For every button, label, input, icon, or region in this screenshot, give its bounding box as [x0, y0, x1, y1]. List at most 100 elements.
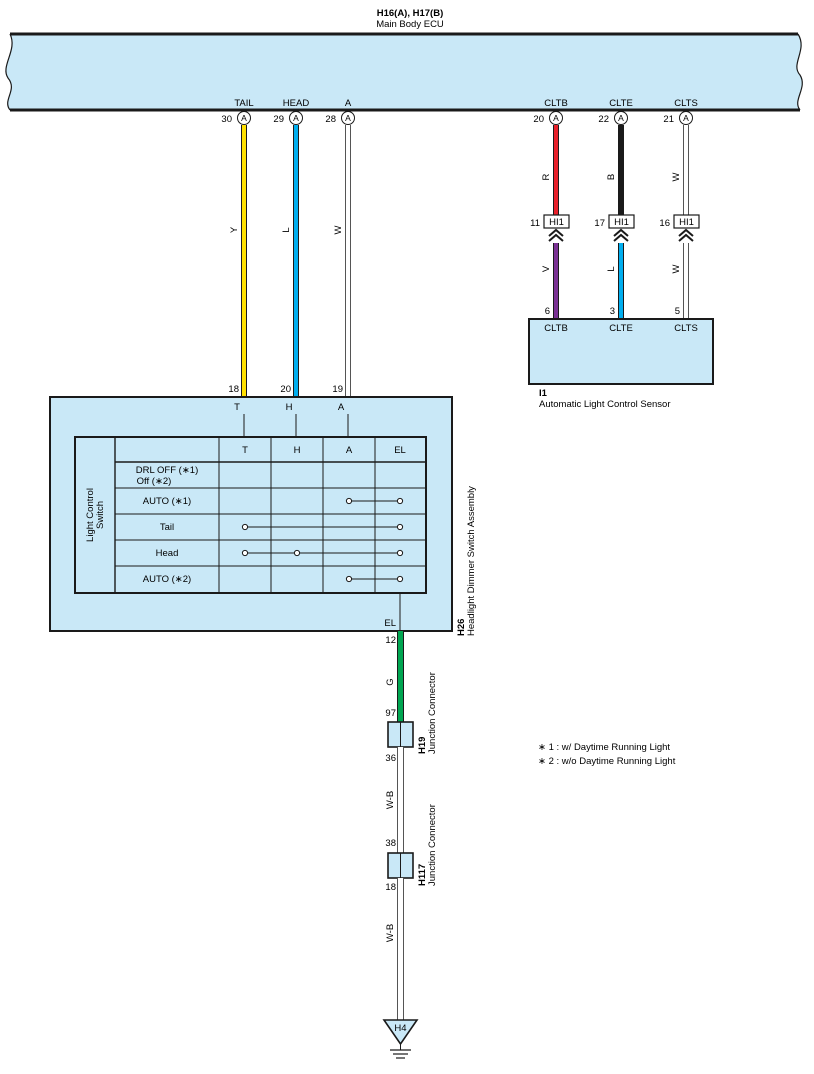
ecu-pin-label: A: [345, 98, 352, 109]
hi1-label: HI1: [614, 217, 629, 228]
junction-pin-out: 36: [385, 753, 396, 764]
wire-a: W: [333, 125, 351, 396]
ecu-code: H16(A), H17(B): [377, 8, 444, 19]
switch-column-header: T: [242, 445, 248, 456]
switch-connection-auto-2: [345, 575, 404, 583]
wire-code: W: [671, 264, 682, 273]
ecu-pin-number: 22: [598, 114, 609, 125]
sensor-pin-number: 3: [610, 306, 615, 317]
ground-symbol-icon: [390, 1049, 411, 1059]
sensor-pin-label: CLTE: [609, 323, 633, 334]
wire-ground-1: W-B: [385, 747, 404, 853]
main-body-ecu-box: [5, 32, 803, 112]
headlight-dimmer-switch-assembly: 18 20 19 T H A Light Control Switch T: [49, 384, 477, 636]
ecu-connector-id: A: [553, 113, 559, 123]
ecu-pin-label: HEAD: [283, 98, 310, 109]
sensor-pin-number: 6: [545, 306, 550, 317]
switch-connection-head: [241, 549, 404, 557]
ecu-connector-id: A: [683, 113, 689, 123]
junction-code: H117: [417, 864, 428, 886]
junction-connector-h117: 38 18 H117 Junction Connector: [385, 804, 438, 893]
wire-el-fill: [398, 631, 403, 722]
wire-clts-upper-fill: [684, 125, 688, 215]
switch-row-label: Tail: [160, 522, 174, 533]
wire-clte-lower: L: [606, 243, 624, 319]
ecu-connector-id: A: [345, 113, 351, 123]
junction-name: Junction Connector: [427, 672, 438, 754]
switch-assembly-name: Headlight Dimmer Switch Assembly: [466, 486, 477, 636]
wire-clts-lower: W: [671, 243, 689, 319]
light-control-sensor: 6 3 5 CLTB CLTE CLTS I1 Automatic Light …: [528, 306, 714, 410]
wire-code: B: [606, 174, 617, 180]
switch-top-pin-label: T: [234, 402, 240, 413]
wire-cltb-lower: V: [541, 243, 559, 319]
switch-connection-auto-1: [345, 497, 404, 505]
wire-clts-upper: W: [671, 125, 689, 215]
ecu-pin-head: HEAD 29 A: [273, 98, 309, 125]
sensor-pin-label: CLTS: [674, 323, 698, 334]
hi1-connector-clte: 17 HI1: [594, 214, 635, 242]
junction-name: Junction Connector: [427, 804, 438, 886]
footnote: ∗ 1 : w/ Daytime Running Light: [538, 742, 670, 753]
ecu-name: Main Body ECU: [376, 19, 444, 30]
ecu-pin-number: 30: [221, 114, 232, 125]
wire-code: V: [541, 265, 552, 272]
light-control-switch-table: Light Control Switch T H A EL DRL OFF (∗…: [74, 436, 427, 594]
wire-code: Y: [229, 226, 240, 233]
sensor-code: I1: [539, 388, 548, 399]
wire-tail-fill: [242, 125, 246, 396]
switch-top-pin-label: H: [286, 402, 293, 413]
sensor-pin-number: 5: [675, 306, 680, 317]
wire-cltb-upper: R: [541, 125, 559, 215]
ecu-connector-id: A: [241, 113, 247, 123]
ecu-pin-number: 21: [663, 114, 674, 125]
junction-pin-in: 38: [385, 838, 396, 849]
switch-row-label: Off (∗2): [137, 476, 172, 487]
ecu-pin-label: CLTE: [609, 98, 633, 109]
wire-head: L: [281, 125, 299, 396]
hi1-pin: 11: [530, 218, 540, 229]
wire-head-fill: [294, 125, 298, 396]
wire-code: W: [671, 172, 682, 181]
switch-row-label: DRL OFF (∗1): [136, 465, 199, 476]
wire-cltb-upper-fill: [554, 125, 558, 215]
switch-connection-tail: [241, 523, 404, 531]
sensor-pin-label: CLTB: [544, 323, 568, 334]
wire-clte-upper-fill: [619, 125, 623, 215]
ecu-pin-number: 20: [533, 114, 544, 125]
wire-ground-1-fill: [398, 747, 403, 853]
wire-code: R: [541, 173, 552, 180]
sensor-name: Automatic Light Control Sensor: [539, 399, 670, 410]
junction-pin-in: 97: [385, 708, 396, 719]
switch-top-pin: 19: [332, 384, 343, 395]
ecu-pin-clts: CLTS 21 A: [663, 98, 698, 125]
ecu-pin-tail: TAIL 30 A: [221, 98, 254, 125]
switch-column-header: H: [294, 445, 301, 456]
wire-code: G: [385, 678, 396, 685]
switch-column-header: EL: [394, 445, 406, 456]
hi1-connector-clts: 16 HI1: [659, 214, 700, 242]
hi1-pin: 16: [659, 218, 670, 229]
switch-top-pin: 18: [228, 384, 239, 395]
wire-code: W: [333, 225, 344, 234]
wire-tail: Y: [229, 125, 247, 396]
ecu-connector-id: A: [293, 113, 299, 123]
wire-code: W-B: [385, 924, 396, 942]
switch-row-label: Head: [156, 548, 179, 559]
wire-ground-2: W-B: [385, 878, 404, 1020]
junction-code: H19: [417, 737, 428, 754]
hi1-connector-cltb: 11 HI1: [530, 214, 570, 242]
ecu-pin-a: A 28 A: [325, 98, 355, 125]
hi1-label: HI1: [679, 217, 694, 228]
wire-cltb-lower-fill: [554, 243, 558, 319]
hi1-pin: 17: [594, 218, 605, 229]
wire-clte-upper: B: [606, 125, 624, 215]
ground-code: H4: [394, 1023, 406, 1034]
switch-column-header: A: [346, 445, 353, 456]
wire-clts-lower-fill: [684, 243, 688, 319]
ground-point-h4: H4: [382, 1019, 419, 1059]
ecu-pin-label: CLTB: [544, 98, 568, 109]
wire-code: L: [281, 227, 292, 232]
switch-row-label: AUTO (∗1): [143, 496, 191, 507]
